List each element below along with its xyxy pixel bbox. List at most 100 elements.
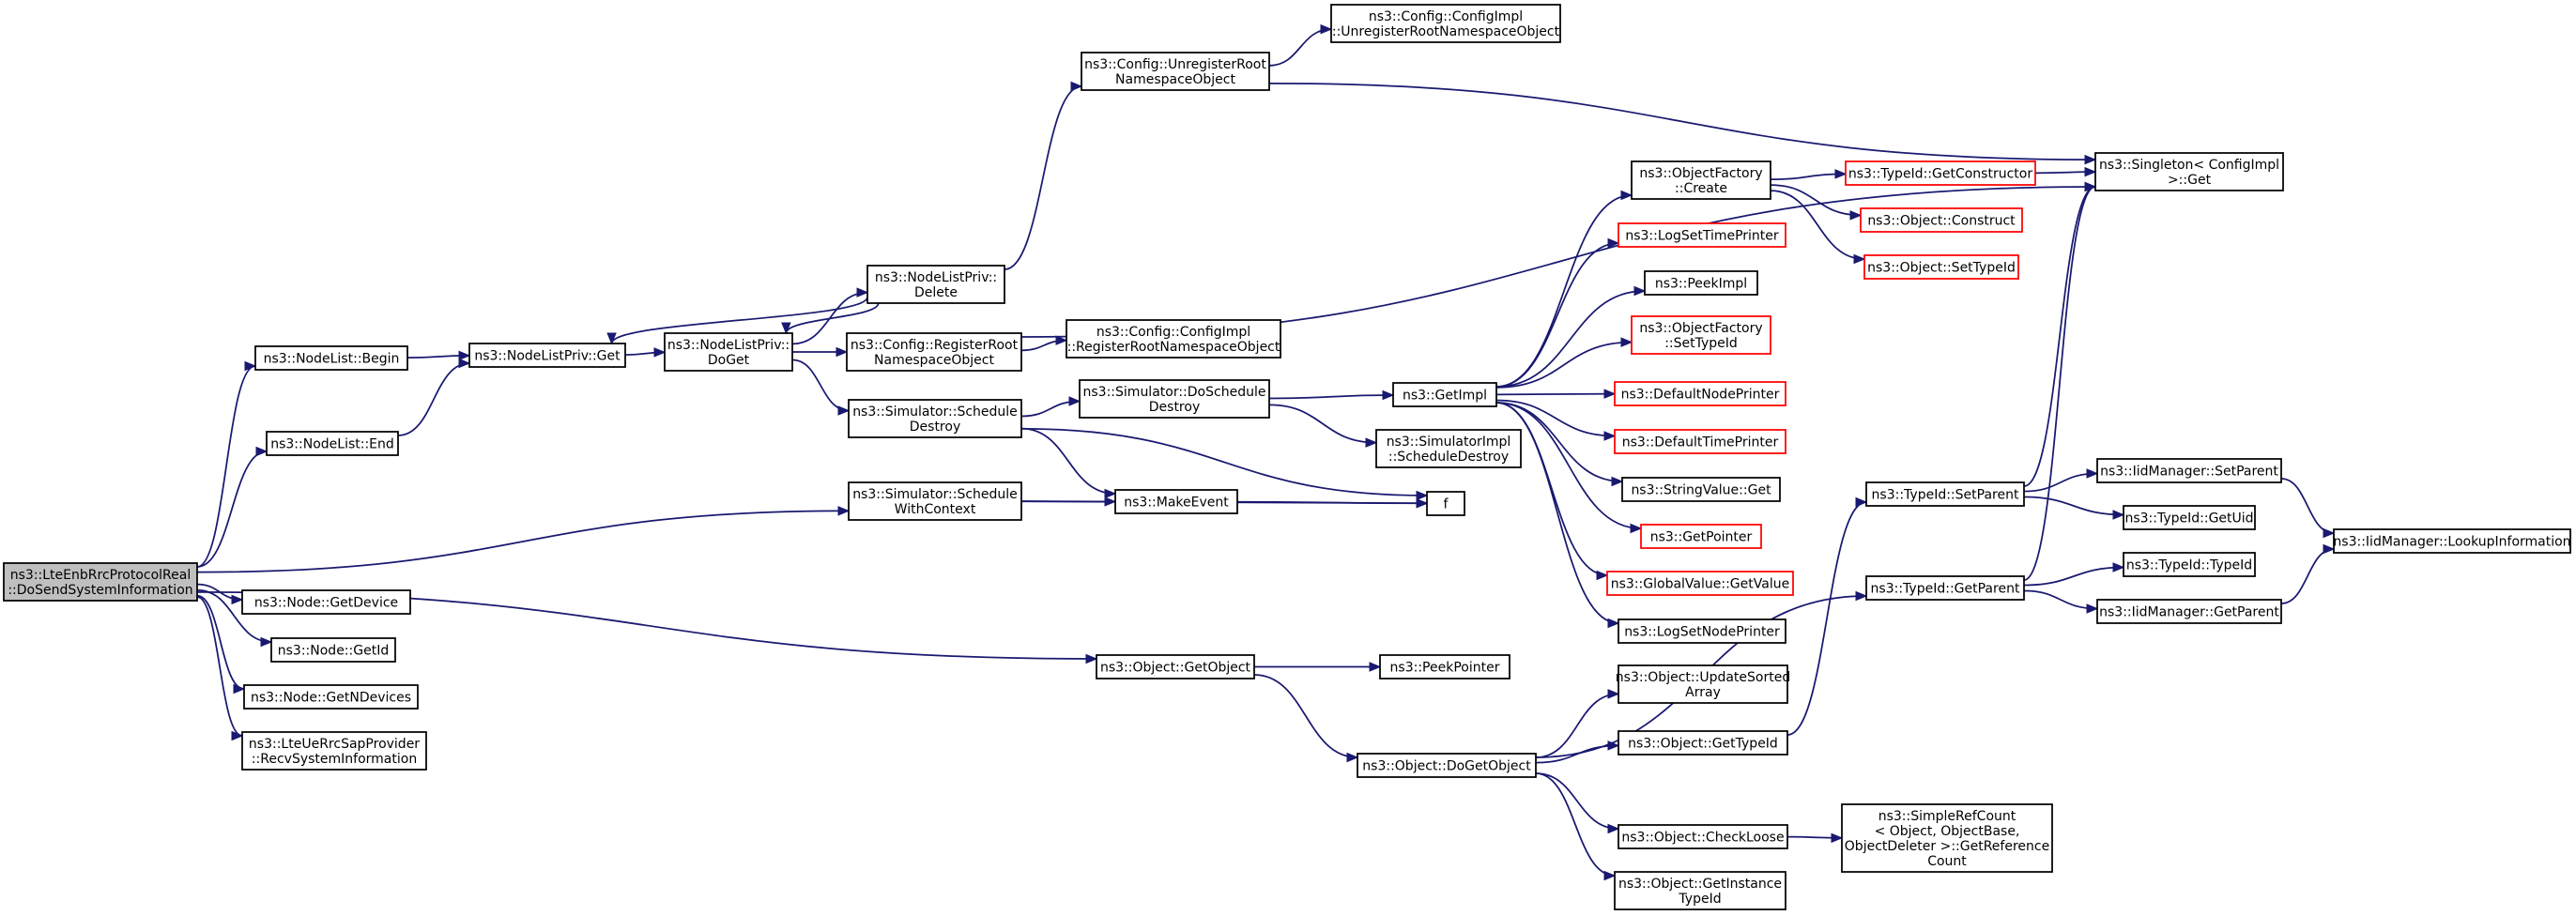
node-box xyxy=(1865,481,2025,507)
node-box xyxy=(866,265,1005,304)
node-iid-setparent[interactable]: ns3::IidManager::SetParent xyxy=(2096,458,2282,483)
node-label-line: ns3::StringValue::Get xyxy=(1631,483,1771,498)
node-iid-lookupinformation[interactable]: ns3::IidManager::LookupInformation xyxy=(2333,528,2571,554)
edge-root-to-recvsysinfo xyxy=(196,596,243,737)
node-logsetnodeprinter[interactable]: ns3::LogSetNodePrinter xyxy=(1618,618,1786,644)
node-label-line: ns3::Object::CheckLoose xyxy=(1621,831,1784,846)
node-peekimpl[interactable]: ns3::PeekImpl xyxy=(1644,270,1758,296)
node-nlp-get[interactable]: ns3::NodeListPriv::Get xyxy=(468,343,626,368)
node-peekpointer[interactable]: ns3::PeekPointer xyxy=(1379,654,1510,679)
node-typeid-getconstructor[interactable]: ns3::TypeId::GetConstructor xyxy=(1845,160,2036,186)
node-label-line: ns3::NodeList::End xyxy=(270,437,394,452)
node-label-line: ns3::NodeList::Begin xyxy=(264,352,400,367)
node-typeid-typeid[interactable]: ns3::TypeId::TypeId xyxy=(2123,552,2256,577)
node-label-line: ns3::DefaultTimePrinter xyxy=(1622,435,1779,450)
node-logsettimeprinter[interactable]: ns3::LogSetTimePrinter xyxy=(1618,222,1786,248)
node-simimpl-scheduledestroy[interactable]: ns3::SimulatorImpl::ScheduleDestroy xyxy=(1375,429,1522,468)
arrowhead xyxy=(1416,498,1429,509)
node-label-line: ns3::NodeListPriv:: xyxy=(667,338,790,353)
node-box xyxy=(1631,160,1771,200)
edge-getimpl-to-defaulttimeprinter xyxy=(1495,399,1616,437)
node-object-getobject[interactable]: ns3::Object::GetObject xyxy=(1096,654,1255,679)
node-box xyxy=(1392,382,1497,407)
node-box xyxy=(1863,254,2019,280)
edge-object-getobject-to-object-dogetobject xyxy=(1253,674,1358,758)
node-nodelist-begin[interactable]: ns3::NodeList::Begin xyxy=(254,345,408,371)
node-box xyxy=(1330,4,1561,43)
node-box xyxy=(2094,152,2284,191)
edge-getimpl-to-objfactory-create xyxy=(1495,194,1633,388)
node-typeid-getparent[interactable]: ns3::TypeId::GetParent xyxy=(1865,575,2025,601)
arrowhead xyxy=(2086,468,2099,479)
node-recvsysinfo[interactable]: ns3::LteUeRrcSapProvider::RecvSystemInfo… xyxy=(241,731,427,771)
node-sim-scheduledestroy[interactable]: ns3::Simulator::ScheduleDestroy xyxy=(848,399,1022,438)
node-object-construct[interactable]: ns3::Object::Construct xyxy=(1860,207,2023,233)
node-cfg-register[interactable]: ns3::Config::RegisterRootNamespaceObject xyxy=(846,332,1022,372)
node-stringvalue-get[interactable]: ns3::StringValue::Get xyxy=(1621,477,1781,502)
node-label-line: ns3::Object::UpdateSorted xyxy=(1616,670,1790,685)
node-node-getid[interactable]: ns3::Node::GetId xyxy=(270,637,396,663)
edge-nlp-delete-to-nlp-get xyxy=(610,296,868,344)
node-label-line: ns3::Config::ConfigImpl xyxy=(1369,9,1523,24)
node-box xyxy=(1618,730,1788,756)
node-singleton-get[interactable]: ns3::Singleton< ConfigImpl >::Get xyxy=(2094,152,2284,191)
node-defaulttimeprinter[interactable]: ns3::DefaultTimePrinter xyxy=(1614,429,1786,454)
node-cfgimpl-register[interactable]: ns3::Config::ConfigImpl::RegisterRootNam… xyxy=(1066,319,1281,359)
arrowhead xyxy=(1596,570,1609,581)
edge-typeid-getparent-to-singleton-get xyxy=(2023,186,2096,581)
node-label-line: ns3::Object::SetTypeId xyxy=(1867,261,2016,276)
node-object-checkloose[interactable]: ns3::Object::CheckLoose xyxy=(1618,824,1788,849)
node-simplerefcount[interactable]: ns3::SimpleRefCount< Object, ObjectBase,… xyxy=(1841,803,2053,873)
node-label-line: WithContext xyxy=(895,502,976,517)
node-iid-getparent[interactable]: ns3::IidManager::GetParent xyxy=(2096,599,2282,624)
node-box xyxy=(1375,429,1522,468)
arrowhead xyxy=(836,346,849,358)
node-box xyxy=(846,332,1022,372)
node-globalvalue-getvalue[interactable]: ns3::GlobalValue::GetValue xyxy=(1606,571,1794,596)
edge-objfactory-create-to-object-construct xyxy=(1770,184,1862,217)
edge-getimpl-to-defaultnodeprinter xyxy=(1495,392,1616,396)
arrowhead xyxy=(458,358,471,369)
node-label-line: Destroy xyxy=(910,420,960,435)
node-label-line: ns3::NodeListPriv:: xyxy=(875,270,997,285)
node-object-gettypeid[interactable]: ns3::Object::GetTypeId xyxy=(1618,730,1788,756)
node-object-dogetobject[interactable]: ns3::Object::DoGetObject xyxy=(1357,753,1537,778)
node-nlp-delete[interactable]: ns3::NodeListPriv::Delete xyxy=(866,265,1005,304)
node-cfg-unregister[interactable]: ns3::Config::UnregisterRootNamespaceObje… xyxy=(1081,52,1270,91)
node-typeid-setparent[interactable]: ns3::TypeId::SetParent xyxy=(1865,481,2025,507)
node-typeid-getuid[interactable]: ns3::TypeId::GetUid xyxy=(2123,505,2256,530)
node-box xyxy=(241,589,411,615)
node-getimpl[interactable]: ns3::GetImpl xyxy=(1392,382,1497,407)
node-defaultnodeprinter[interactable]: ns3::DefaultNodePrinter xyxy=(1614,381,1786,406)
node-label-line: ::SetTypeId xyxy=(1664,336,1738,351)
node-objfactory-settypeid[interactable]: ns3::ObjectFactory::SetTypeId xyxy=(1631,315,1771,355)
edge-root-to-nodelist-end xyxy=(196,450,268,568)
arrowhead xyxy=(1607,618,1620,629)
node-getpointer[interactable]: ns3::GetPointer xyxy=(1640,524,1762,549)
node-label-line: Delete xyxy=(914,285,958,300)
arrowhead xyxy=(1346,752,1359,763)
node-box xyxy=(1644,270,1758,296)
node-nodelist-end[interactable]: ns3::NodeList::End xyxy=(266,431,399,456)
arrowhead xyxy=(2084,181,2097,192)
arrowhead xyxy=(231,594,244,605)
edge-typeid-getparent-to-typeid-typeid xyxy=(2023,566,2124,587)
node-object-settypeid[interactable]: ns3::Object::SetTypeId xyxy=(1863,254,2019,280)
node-objfactory-create[interactable]: ns3::ObjectFactory::Create xyxy=(1631,160,1771,200)
edge-makeevent-to-f xyxy=(1236,500,1428,505)
node-node-getdevice[interactable]: ns3::Node::GetDevice xyxy=(241,589,411,615)
node-root[interactable]: ns3::LteEnbRrcProtocolReal::DoSendSystem… xyxy=(3,562,198,602)
node-makeevent[interactable]: ns3::MakeEvent xyxy=(1114,489,1238,514)
node-nlp-doget[interactable]: ns3::NodeListPriv::DoGet xyxy=(664,332,793,372)
edge-objfactory-create-to-typeid-getconstructor xyxy=(1770,173,1847,180)
edge-sim-doscheduledestroy-to-simimpl-scheduledestroy xyxy=(1268,404,1377,444)
node-cfgimpl-unregister[interactable]: ns3::Config::ConfigImpl::UnregisterRootN… xyxy=(1330,4,1561,43)
arrowhead xyxy=(231,730,244,741)
node-f[interactable]: f xyxy=(1426,491,1465,516)
node-box xyxy=(1426,491,1465,516)
node-node-getndevices[interactable]: ns3::Node::GetNDevices xyxy=(243,684,419,710)
